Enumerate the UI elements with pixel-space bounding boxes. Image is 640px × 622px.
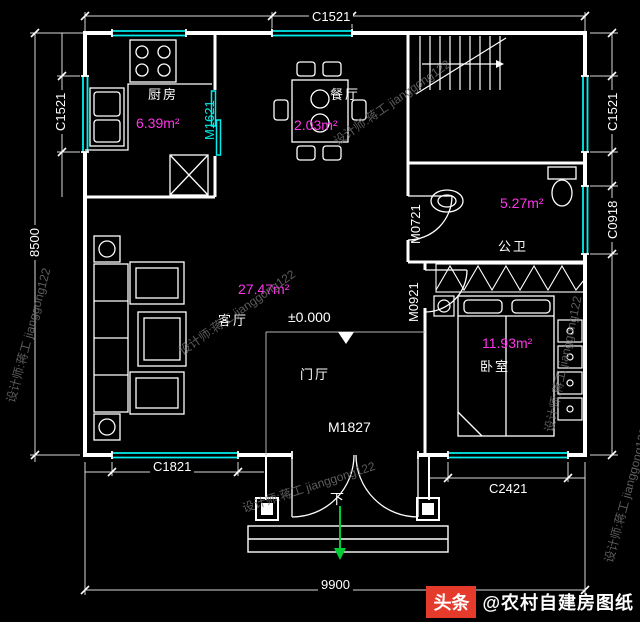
- room-label-bathroom: 公卫: [498, 239, 529, 254]
- room-label-dining: 餐厅: [330, 87, 361, 102]
- kitchen-sink-icon: [89, 87, 125, 147]
- wardrobe-icon: [435, 263, 585, 293]
- entry-steps-icon: [247, 525, 449, 553]
- hall-boundary: [265, 331, 425, 455]
- level-marker-icon: [338, 332, 354, 344]
- bathroom-sink-icon: [430, 189, 464, 213]
- door-label-kitchen: M1621: [202, 100, 217, 140]
- entry-door-icon: [291, 454, 419, 518]
- dim-bottom-window-left: C1821: [150, 459, 195, 474]
- room-label-bedroom: 卧室: [480, 359, 511, 374]
- bed-icon: [457, 295, 555, 437]
- door-label-bedroom: M0921: [406, 282, 421, 322]
- fridge-icon: [169, 154, 209, 196]
- dimension-ticks: [30, 11, 617, 595]
- bedroom-door-icon: [424, 269, 468, 313]
- stairs-down-label: 下: [330, 491, 344, 507]
- area-label-dining: 2.03m²: [294, 117, 338, 133]
- bathroom-door-icon: [407, 195, 453, 241]
- room-label-kitchen: 厨房: [148, 87, 179, 102]
- stairs-icon: [415, 36, 507, 95]
- dim-top-window: C1521: [309, 9, 354, 24]
- dim-right-window-top: C1521: [605, 89, 620, 134]
- area-label-bedroom: 11.93m²: [482, 335, 533, 351]
- area-label-kitchen: 6.39m²: [136, 115, 180, 131]
- room-label-living: 客厅: [218, 313, 249, 328]
- dim-left-window: C1521: [53, 89, 68, 134]
- nightstand-icon: [433, 295, 455, 317]
- sofa-icon: [93, 261, 185, 415]
- door-label-bathroom: M0721: [408, 204, 423, 244]
- kitchen-counter-icon: [85, 83, 212, 151]
- toilet-icon: [547, 166, 577, 207]
- window-symbols: [82, 30, 589, 459]
- sliding-door-icon: [210, 90, 222, 156]
- publisher-badge: 头条 @农村自建房图纸: [426, 586, 634, 618]
- dim-left-height: 8500: [27, 225, 42, 260]
- room-label-hall: 门厅: [300, 367, 331, 382]
- dresser-icon: [557, 319, 583, 421]
- side-table-icon: [93, 235, 121, 263]
- porch-structure: [255, 455, 440, 521]
- coffee-table-icon: [137, 311, 187, 367]
- dim-bottom-width: 9900: [318, 577, 353, 592]
- door-label-entry: M1827: [328, 419, 371, 435]
- badge-handle: @农村自建房图纸: [482, 593, 634, 613]
- dim-bottom-window-right: C2421: [486, 481, 531, 496]
- stove-icon: [129, 39, 177, 83]
- dining-table-icon: [273, 61, 367, 161]
- badge-brand: 头条: [426, 586, 477, 618]
- level-marker-label: ±0.000: [288, 309, 331, 325]
- dim-right-window-mid: C0918: [605, 197, 620, 242]
- area-label-living: 27.47m²: [238, 281, 290, 297]
- down-arrow-icon: [334, 506, 346, 560]
- area-label-bathroom: 5.27m²: [500, 195, 544, 211]
- plant-icon: [93, 413, 121, 441]
